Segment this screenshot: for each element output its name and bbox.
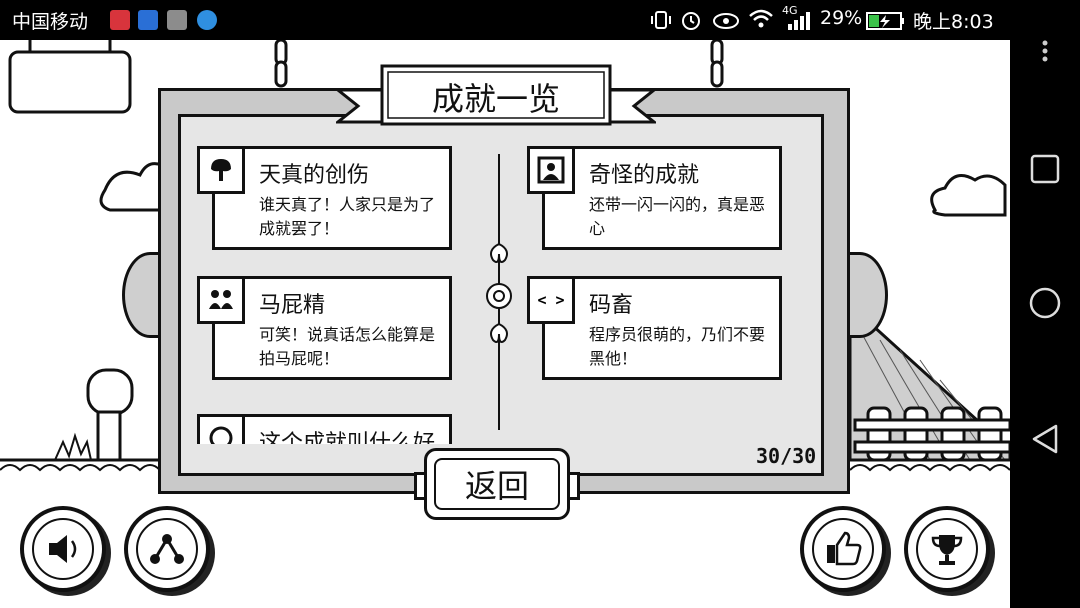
signal-icon <box>788 12 810 30</box>
notification-doc-icon <box>138 10 158 30</box>
back-nav-icon[interactable] <box>1030 423 1060 455</box>
portrait-icon <box>527 146 575 194</box>
achievement-card: 这个成就叫什么好 <box>197 414 452 444</box>
navigation-bar <box>1010 40 1080 608</box>
home-icon[interactable] <box>1028 286 1062 320</box>
achievement-desc: 可笑！说真话怎么能算是拍马屁呢！ <box>259 325 436 368</box>
title-banner <box>336 64 656 126</box>
alarm-icon <box>682 12 700 30</box>
achievement-desc: 谁天真了！人家只是为了成就罢了！ <box>259 195 436 238</box>
status-bar: 中国移动 4G 29% 晚上8:03 <box>0 0 1080 40</box>
notification-app-icon <box>110 10 130 30</box>
battery-charging-icon <box>866 12 904 30</box>
like-button[interactable] <box>800 506 886 592</box>
network-type: 4G <box>782 4 798 17</box>
share-button[interactable] <box>124 506 210 592</box>
sound-button[interactable] <box>20 506 106 592</box>
share-icon <box>150 534 184 564</box>
notification-chat-icon <box>197 10 217 30</box>
achievement-list[interactable]: 天真的创伤 谁天真了！人家只是为了成就罢了！ 奇怪的成就 还带一闪一闪的，真是恶… <box>180 146 820 444</box>
unknown-icon <box>197 414 245 444</box>
divider-ornament <box>486 154 512 430</box>
trophy-button[interactable] <box>904 506 990 592</box>
achievement-desc: 程序员很萌的，乃们不要黑他！ <box>589 325 766 368</box>
trophy-icon <box>931 535 963 565</box>
achievement-title: 马屁精 <box>259 293 326 318</box>
eye-comfort-icon <box>713 13 739 29</box>
achievement-count: 30/30 <box>756 444 817 468</box>
achievement-desc: 还带一闪一闪的，真是恶心 <box>589 195 766 238</box>
sound-icon <box>49 535 77 563</box>
achievement-title: 这个成就叫什么好 <box>259 431 436 444</box>
achievement-title: 天真的创伤 <box>259 163 370 188</box>
vibrate-icon <box>651 11 671 29</box>
dialog-title: 成就一览 <box>431 80 560 118</box>
back-button[interactable]: 返回 <box>424 448 570 520</box>
code-icon: < > <box>527 276 575 324</box>
achievement-title: 码畜 <box>589 293 634 318</box>
people-icon <box>197 276 245 324</box>
clock: 晚上8:03 <box>913 11 994 33</box>
like-icon <box>827 531 862 566</box>
overflow-menu-icon[interactable] <box>1040 40 1050 62</box>
recent-apps-icon[interactable] <box>1030 154 1060 184</box>
carrier-name: 中国移动 <box>12 11 89 33</box>
back-button-label: 返回 <box>434 458 560 510</box>
notification-gallery-icon <box>167 10 187 30</box>
mushroom-cloud-icon <box>197 146 245 194</box>
battery-percent: 29% <box>820 7 863 29</box>
achievement-title: 奇怪的成就 <box>589 163 700 188</box>
achievement-card: 奇怪的成就 还带一闪一闪的，真是恶心 <box>527 146 782 250</box>
achievement-card: 马屁精 可笑！说真话怎么能算是拍马屁呢！ <box>197 276 452 380</box>
achievement-card: < > 码畜 程序员很萌的，乃们不要黑他！ <box>527 276 782 380</box>
achievement-card: 天真的创伤 谁天真了！人家只是为了成就罢了！ <box>197 146 452 250</box>
wifi-icon <box>749 9 773 28</box>
